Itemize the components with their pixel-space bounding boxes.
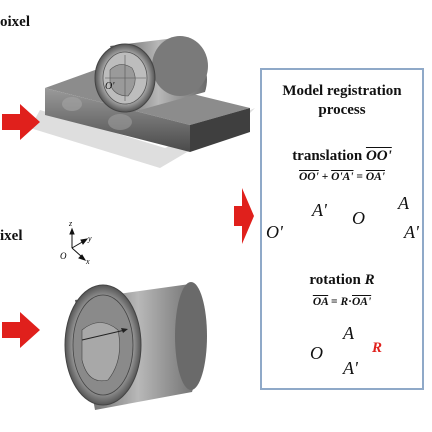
eq-rot-equals: = — [331, 296, 338, 308]
translation-point-a: A — [398, 193, 409, 213]
axis-y-label: y — [88, 234, 92, 243]
eq-r: R — [340, 296, 349, 308]
rotation-point-a-prime: A' — [343, 358, 358, 378]
eq-plus: + — [321, 171, 329, 183]
axis-z-label: z — [69, 219, 73, 228]
top-origin-label: O' — [105, 81, 115, 92]
bottom-pixel-label: ixel — [0, 228, 23, 244]
top-red-arrow — [2, 104, 40, 140]
axis-origin-label: O — [60, 251, 67, 261]
eq-oa-prime: OA' — [365, 171, 385, 183]
translation-origin: O — [352, 208, 365, 228]
coordinate-axes — [69, 227, 89, 261]
translation-equation: OO' + O'A' = OA' — [260, 171, 424, 183]
rotation-origin: O — [310, 343, 323, 363]
eq-oo-prime: OO' — [299, 171, 319, 183]
top-cylinder: O' — [94, 36, 208, 113]
rotation-point-a: A — [343, 323, 354, 343]
translation-origin-prime: O' — [266, 222, 283, 242]
eq-oa: OA — [312, 296, 329, 308]
translation-title: translation OO' — [260, 148, 424, 165]
eq-o-prime-a-prime: O'A' — [331, 171, 354, 183]
panel-title-line1: Model registration — [282, 83, 402, 99]
eq-dot: · — [348, 296, 352, 308]
rotation-symbol: R — [364, 272, 375, 288]
bottom-cylinder — [64, 282, 207, 410]
eq-equals: = — [356, 171, 363, 183]
panel-title-line2: process — [318, 102, 366, 118]
translation-point-prime: A' — [312, 200, 327, 220]
rotation-title: rotation R — [260, 272, 424, 289]
rotation-r-label: R — [372, 340, 383, 356]
rotation-word: rotation — [309, 272, 361, 288]
top-pixel-label: oixel — [0, 14, 30, 30]
translation-point-a-prime: A' — [404, 222, 419, 242]
bottom-red-arrow — [2, 312, 40, 348]
panel-red-arrow — [234, 188, 254, 244]
axis-x-label: x — [86, 257, 90, 266]
eq-rot-oa-prime: OA' — [352, 296, 372, 308]
translation-word: translation — [292, 148, 363, 164]
registration-panel — [260, 68, 424, 390]
rotation-equation: OA = R·OA' — [260, 296, 424, 308]
translation-vector: OO' — [365, 148, 392, 164]
